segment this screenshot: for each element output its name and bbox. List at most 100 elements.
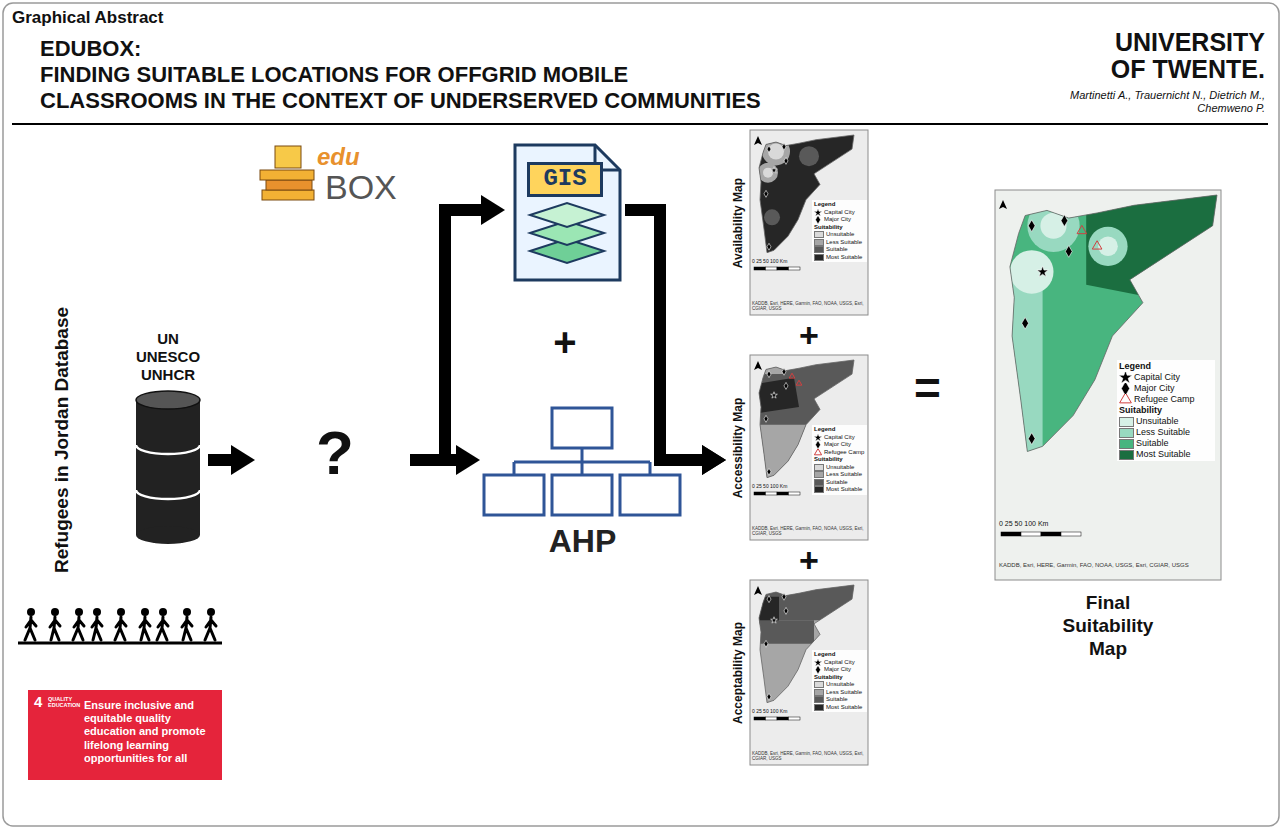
legend-row: Suitable [814,696,865,704]
database-cylinder [136,391,200,544]
legend-row: Refugee Camp [1119,394,1213,405]
legend-row: Suitability [814,224,865,232]
scale-bar [1001,532,1021,536]
flow-arrow [685,454,702,466]
node-text: BOX [325,167,397,208]
plus-sign: + [789,318,829,352]
city-marker [1028,433,1035,445]
legend-swatch [1119,450,1134,460]
city-marker [789,373,795,378]
legend-symbol [814,666,822,674]
buffer-zone [1040,213,1066,239]
map-legend: LegendCapital CityMajor CityRefugee Camp… [812,425,867,495]
legend-symbol [1119,372,1132,383]
legend-text: Capital City [824,209,855,217]
sdg-badge: 4QUALITY EDUCATIONEnsure inclusive and e… [28,690,222,780]
map-panel: Availability Map0 25 50 100 KmKADDB, Esr… [726,130,870,315]
person-head [93,608,101,616]
legend-row: Unsuitable [814,231,865,239]
cylinder-top [136,391,200,409]
legend-heading: Suitability [814,224,843,232]
legend-row: Less Suitable [814,239,865,247]
scale-bar [777,717,789,720]
person-body [73,617,84,640]
legend-row: Unsuitable [1119,416,1213,427]
legend-text: Suitable [826,246,848,254]
hierarchy-icon [484,408,680,515]
legend-row: Unsuitable [814,681,865,689]
header-rule [12,123,1268,125]
person-head [117,608,125,616]
lamp-box [275,146,301,168]
north-arrow [754,361,762,370]
city-marker [782,143,786,150]
city-marker [767,693,771,700]
legend-row: Legend [814,426,865,434]
person-body [205,617,216,640]
city-marker [767,596,771,603]
hierarchy-box [552,475,612,515]
map-title: Availability Map [726,130,748,315]
legend-row: Less Suitable [814,689,865,697]
refugee-figures [18,608,222,643]
legend-text: Refugee Camp [1134,394,1195,405]
legend-symbol-shape [1121,383,1129,394]
person-body [115,617,126,640]
legend-symbol [814,441,822,449]
suitability-zone [759,378,799,413]
legend-swatch [814,231,824,238]
legend-symbol [814,209,822,217]
question-mark: ? [305,422,365,484]
legend-symbol-shape [814,434,822,441]
database-icon: UNUNESCOUNHCR [128,330,208,545]
map-figure [750,355,868,540]
legend-symbol-shape [814,659,822,666]
hierarchy-link [514,448,650,475]
legend-row: Major City [1119,383,1213,394]
city-marker [771,167,778,173]
city-marker [1061,215,1068,227]
scale-bar [1061,532,1081,536]
book [262,190,314,200]
country-outline [759,585,854,703]
legend-text: Less Suitable [1136,427,1190,438]
map-frame [750,130,868,315]
legend-text: Most Suitable [1136,449,1191,460]
legend-symbol-shape [815,441,820,449]
legend-text: Major City [824,216,851,224]
university-name: UNIVERSITY [1015,30,1265,55]
city-marker [771,617,778,623]
plus-sign: + [789,543,829,577]
legend-text: Unsuitable [1136,416,1179,427]
legend-text: Major City [1134,383,1175,394]
map-title: Accessibility Map [726,355,748,540]
person-body [50,617,60,640]
hierarchy-box [552,408,612,448]
node-text: 4 [34,694,42,709]
legend-symbol [1119,394,1132,405]
suitability-zones [754,360,854,478]
legend-swatch [814,254,824,261]
legend-row: Legend [814,651,865,659]
person-head [141,608,149,616]
legend-swatch [814,704,824,711]
scale-bar [766,267,778,270]
legend-text: Major City [824,441,851,449]
node-text: GIS [527,162,603,197]
legend-text: Unsuitable [826,464,854,472]
legend-swatch [814,479,824,486]
legend-text: Less Suitable [826,471,862,479]
legend-symbol [814,434,822,442]
scale-text: 0 25 50 100 Km [999,520,1089,528]
legend-row: Refugee Camp [814,449,865,457]
legend-heading: Legend [814,201,835,209]
node-text: UNESCO [128,348,208,366]
legend-row: Most Suitable [814,486,865,494]
city-marker [764,190,768,197]
person-head [75,608,83,616]
ahp-hierarchy: AHP [480,400,685,570]
node-text: edu [317,143,360,172]
node-text: Ensure inclusive and equitable quality e… [84,699,216,765]
person-body [157,617,168,640]
city-marker [767,371,771,378]
